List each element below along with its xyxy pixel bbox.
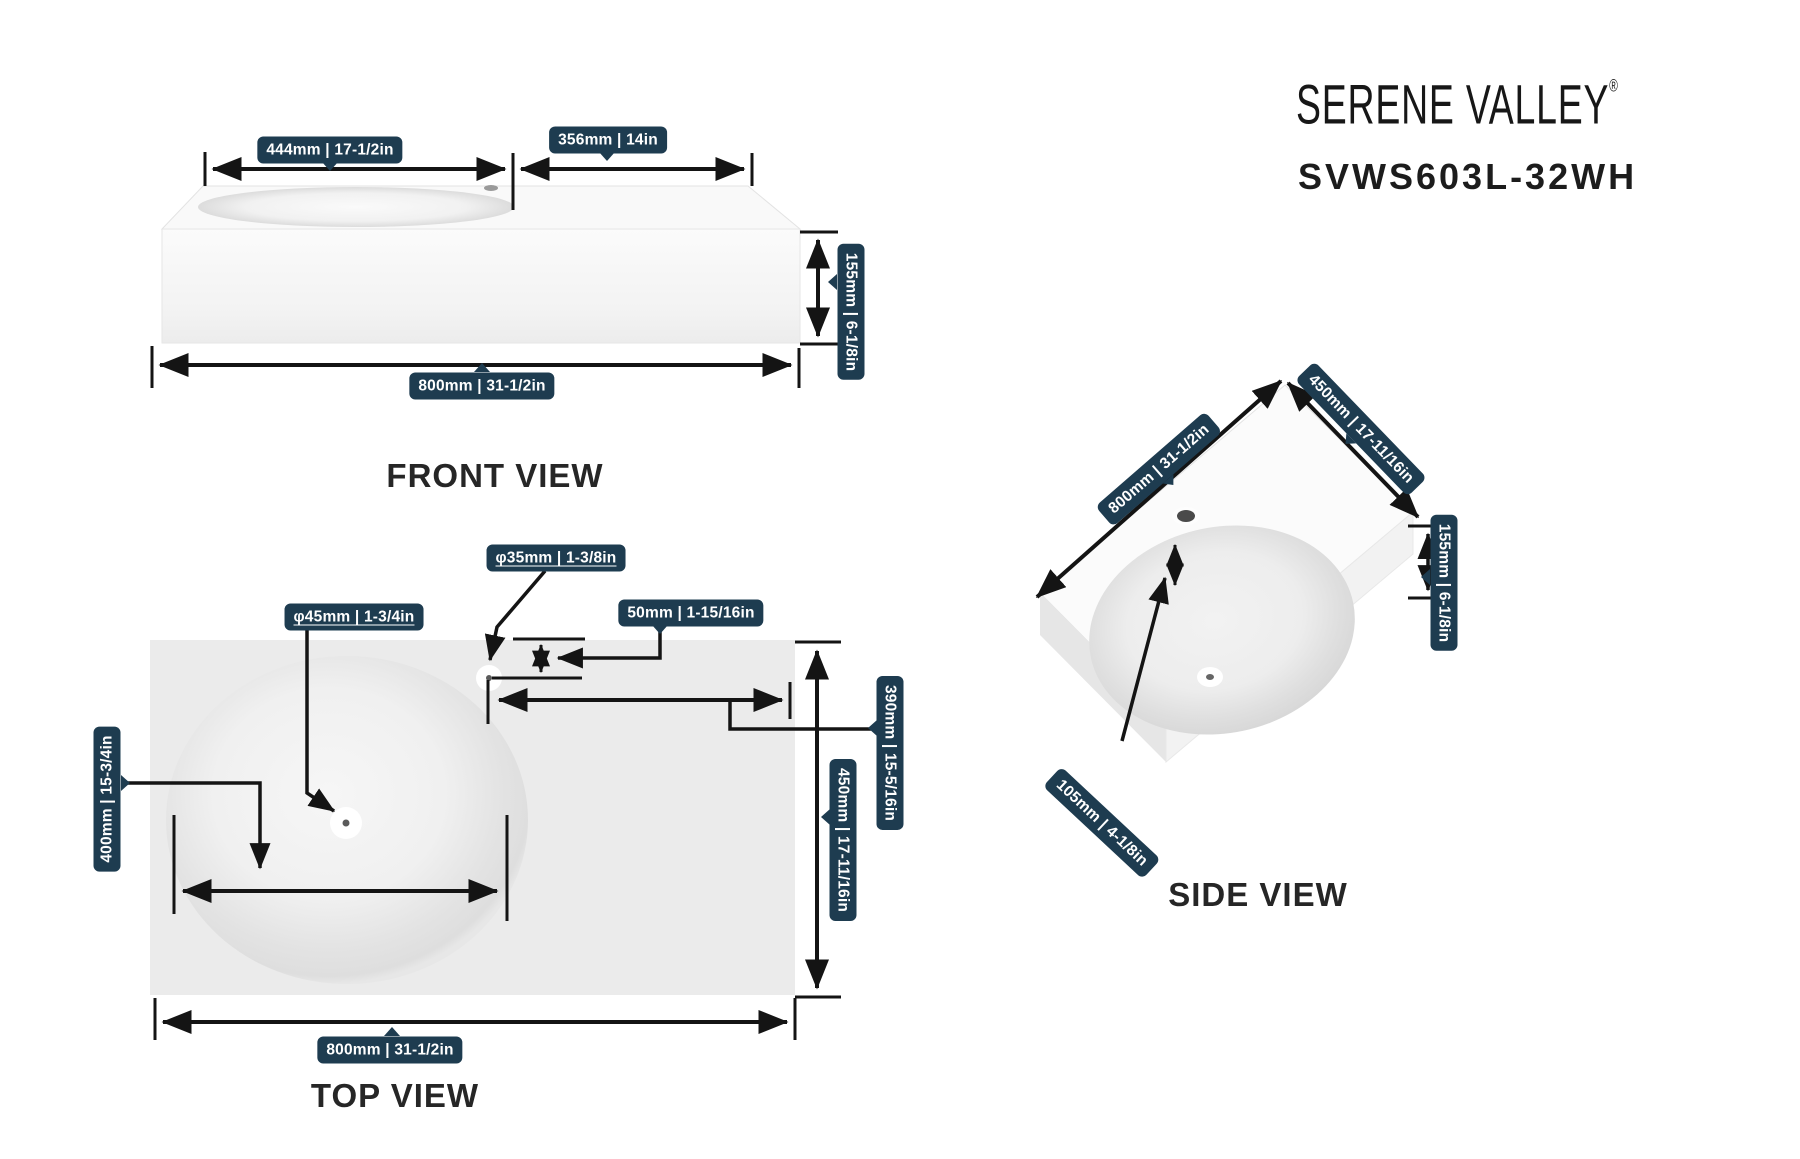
top-extension-ticks — [153, 637, 841, 1040]
side-arrow-length — [1035, 379, 1283, 599]
side-view-drawing — [1035, 379, 1446, 764]
badge-pointer — [868, 720, 877, 736]
front-view-title: FRONT VIEW — [386, 457, 604, 494]
front-sink-front-face — [161, 228, 801, 344]
top-leader-faucet-offset — [556, 627, 662, 669]
side-leader-basin-depth — [1120, 576, 1169, 742]
dim-badge-front-counter-width: 356mm | 14in — [549, 126, 667, 154]
top-dimension-arrows — [161, 643, 829, 1034]
dim-badge-top-faucet-offset: 50mm | 1-15/16in — [618, 599, 764, 627]
top-view-drawing — [126, 569, 871, 1040]
side-faucet-hole — [1177, 510, 1195, 522]
dim-badge-top-drain-diameter: φ45mm | 1-3/4in — [284, 603, 424, 631]
registered-trademark-symbol: ® — [1609, 76, 1619, 96]
badge-pointer — [1421, 569, 1430, 585]
dim-badge-top-total-width: 800mm | 31-1/2in — [317, 1036, 463, 1064]
top-drain-dot — [342, 819, 350, 827]
brand-logo-text: SERENE VALLEY — [1296, 75, 1610, 137]
dim-badge-top-faucet-to-right: 390mm | 15-5/16in — [876, 675, 904, 831]
front-view-drawing — [150, 152, 838, 388]
front-faucet-hole — [484, 185, 498, 191]
side-drain-dot — [1206, 674, 1214, 680]
top-elbow-400 — [126, 781, 271, 870]
badge-pointer — [652, 625, 668, 634]
badge-pointer — [828, 274, 837, 290]
dim-badge-top-basin-width: 400mm | 15-3/4in — [93, 726, 121, 872]
dim-badge-front-basin-width: 444mm | 17-1/2in — [257, 136, 403, 164]
dim-badge-top-depth: 450mm | 17-11/16in — [829, 758, 857, 922]
badge-pointer — [474, 363, 490, 372]
dim-badge-front-total-width: 800mm | 31-1/2in — [409, 372, 555, 400]
dim-badge-top-faucet-diameter: φ35mm | 1-3/8in — [486, 544, 626, 572]
dim-badge-side-height: 155mm | 6-1/8in — [1430, 514, 1458, 652]
front-extension-ticks — [150, 152, 838, 388]
brand-logo: SERENE VALLEY® — [1296, 74, 1619, 137]
side-arrow-width — [1286, 381, 1420, 519]
badge-pointer — [384, 1027, 400, 1036]
badge-pointer — [121, 775, 130, 791]
top-leader-drain — [305, 630, 336, 813]
top-leader-faucet — [484, 569, 547, 662]
dim-badge-front-height: 155mm | 6-1/8in — [837, 243, 865, 381]
model-number: SVWS603L-32WH — [1298, 156, 1638, 197]
top-view-title: TOP VIEW — [310, 1077, 480, 1114]
badge-pointer — [599, 152, 615, 161]
side-view-title: SIDE VIEW — [1168, 876, 1348, 913]
front-basin-oval — [198, 187, 514, 227]
top-faucet-dot — [486, 675, 492, 681]
